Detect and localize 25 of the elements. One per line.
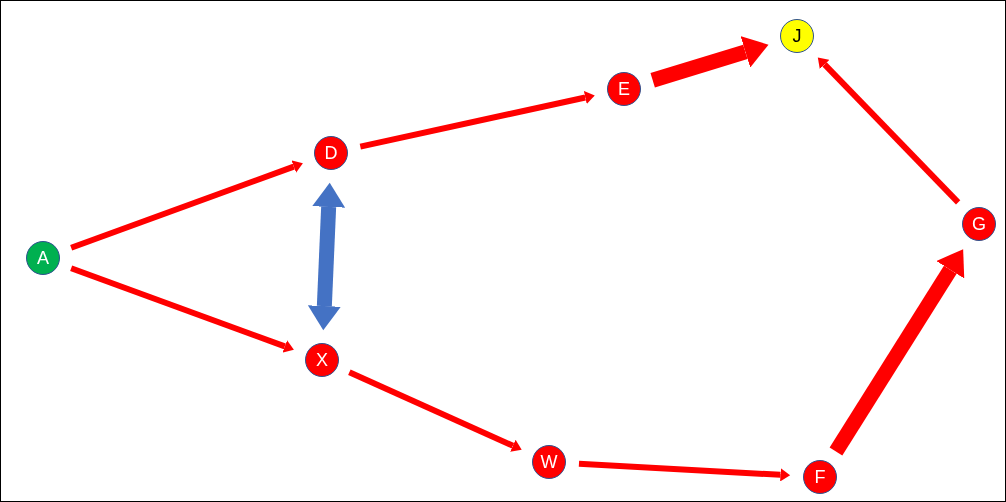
node-circle bbox=[26, 241, 60, 275]
arrow bbox=[70, 160, 303, 251]
node-circle bbox=[803, 460, 837, 494]
arrow bbox=[650, 36, 769, 88]
arrow bbox=[348, 369, 522, 452]
node-label: A bbox=[37, 249, 49, 267]
node-circle bbox=[962, 207, 996, 241]
arrow bbox=[578, 460, 791, 482]
arrow bbox=[829, 249, 965, 456]
node-label: J bbox=[792, 27, 802, 45]
arrow bbox=[817, 57, 961, 205]
node-label: D bbox=[324, 144, 338, 162]
node-label: E bbox=[618, 80, 630, 98]
node-circle bbox=[780, 19, 814, 53]
node-label: X bbox=[316, 351, 328, 369]
node-circle bbox=[314, 136, 348, 170]
node-label: W bbox=[540, 453, 558, 471]
node-circle bbox=[532, 445, 566, 479]
arrow bbox=[359, 91, 595, 150]
arrow bbox=[307, 182, 346, 331]
node-circle bbox=[305, 343, 339, 377]
node-label: F bbox=[814, 468, 826, 486]
node-circle bbox=[607, 72, 641, 106]
node-label: G bbox=[972, 215, 986, 233]
arrow bbox=[70, 265, 294, 353]
